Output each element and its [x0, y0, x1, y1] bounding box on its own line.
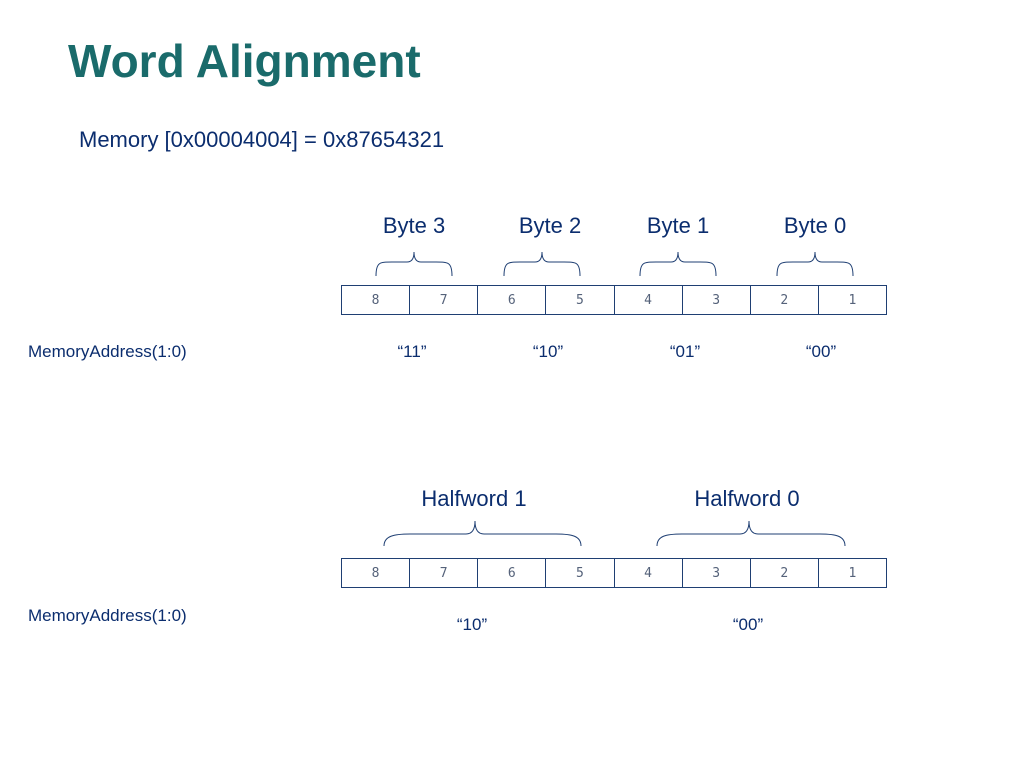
- memory-cell: 1: [817, 286, 886, 314]
- byte-0-brace: [776, 251, 854, 277]
- memory-cell: 6: [477, 559, 545, 587]
- byte-3-address: “11”: [397, 342, 427, 361]
- halfword-memory-row: 8 7 6 5 4 3 2 1: [341, 558, 887, 588]
- memory-cell: 7: [409, 286, 477, 314]
- halfword-0-address: “00”: [732, 615, 764, 634]
- memory-cell: 8: [371, 292, 380, 308]
- halfword-0-brace: [656, 520, 846, 547]
- memory-subtitle: Memory [0x00004004] = 0x87654321: [79, 127, 445, 152]
- memory-cell: 3: [681, 559, 750, 587]
- page-title: Word Alignment: [68, 35, 421, 87]
- memory-cell: 6: [477, 286, 545, 314]
- memory-cell: 2: [749, 559, 818, 587]
- memory-cell: 4: [613, 286, 682, 314]
- memory-cell: 1: [817, 559, 886, 587]
- memory-cell: 7: [409, 559, 477, 587]
- memory-cell: 5: [545, 286, 613, 314]
- byte-3-brace: [375, 251, 453, 277]
- halfword-row-label: MemoryAddress(1:0): [28, 606, 187, 625]
- halfword-1-label: Halfword 1: [421, 486, 527, 511]
- memory-cell: 8: [371, 565, 380, 581]
- byte-3-label: Byte 3: [382, 213, 446, 238]
- memory-cell: 3: [681, 286, 750, 314]
- memory-cell: 2: [749, 286, 818, 314]
- memory-cell: 5: [545, 559, 613, 587]
- byte-2-address: “10”: [532, 342, 564, 361]
- byte-1-brace: [639, 251, 717, 277]
- byte-memory-row: 8 7 6 5 4 3 2 1: [341, 285, 887, 315]
- byte-2-brace: [503, 251, 581, 277]
- halfword-1-brace: [383, 520, 582, 547]
- byte-0-address: “00”: [805, 342, 837, 361]
- halfword-1-address: “10”: [456, 615, 488, 634]
- halfword-0-label: Halfword 0: [694, 486, 800, 511]
- byte-0-label: Byte 0: [783, 213, 847, 238]
- byte-1-address: “01”: [669, 342, 701, 361]
- byte-1-label: Byte 1: [646, 213, 710, 238]
- byte-row-label: MemoryAddress(1:0): [28, 342, 187, 361]
- memory-cell: 4: [613, 559, 682, 587]
- byte-2-label: Byte 2: [518, 213, 582, 238]
